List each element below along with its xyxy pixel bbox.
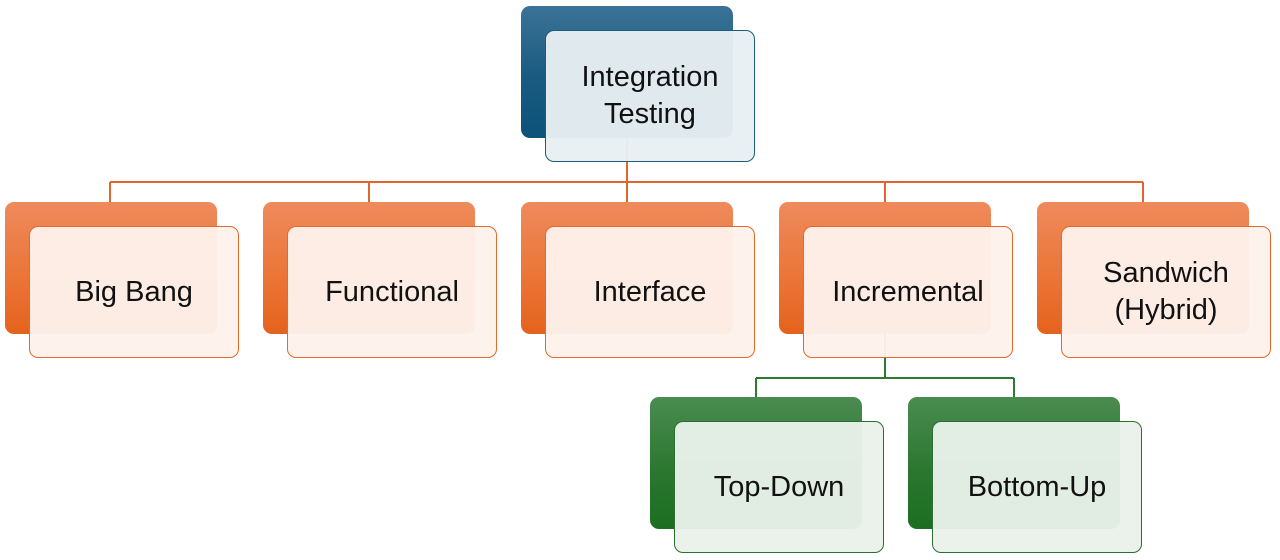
node-label-box: Integration Testing [545,30,755,162]
node-label-box: Big Bang [29,226,239,358]
node-label: Sandwich (Hybrid) [1103,257,1229,326]
node-label: Big Bang [75,275,193,308]
node-label: Functional [325,275,459,308]
node-label-box: Interface [545,226,755,358]
node-label: Bottom-Up [967,470,1107,503]
node-label-box: Incremental [803,226,1013,358]
node-label: Incremental [832,275,984,308]
node-label: Top-Down [713,470,845,503]
node-label-box: Sandwich (Hybrid) [1061,226,1271,358]
node-label-box: Functional [287,226,497,358]
node-label: Interface [593,275,707,308]
node-label: Integration Testing [581,61,719,130]
node-label-box: Top-Down [674,421,884,553]
node-label-box: Bottom-Up [932,421,1142,553]
